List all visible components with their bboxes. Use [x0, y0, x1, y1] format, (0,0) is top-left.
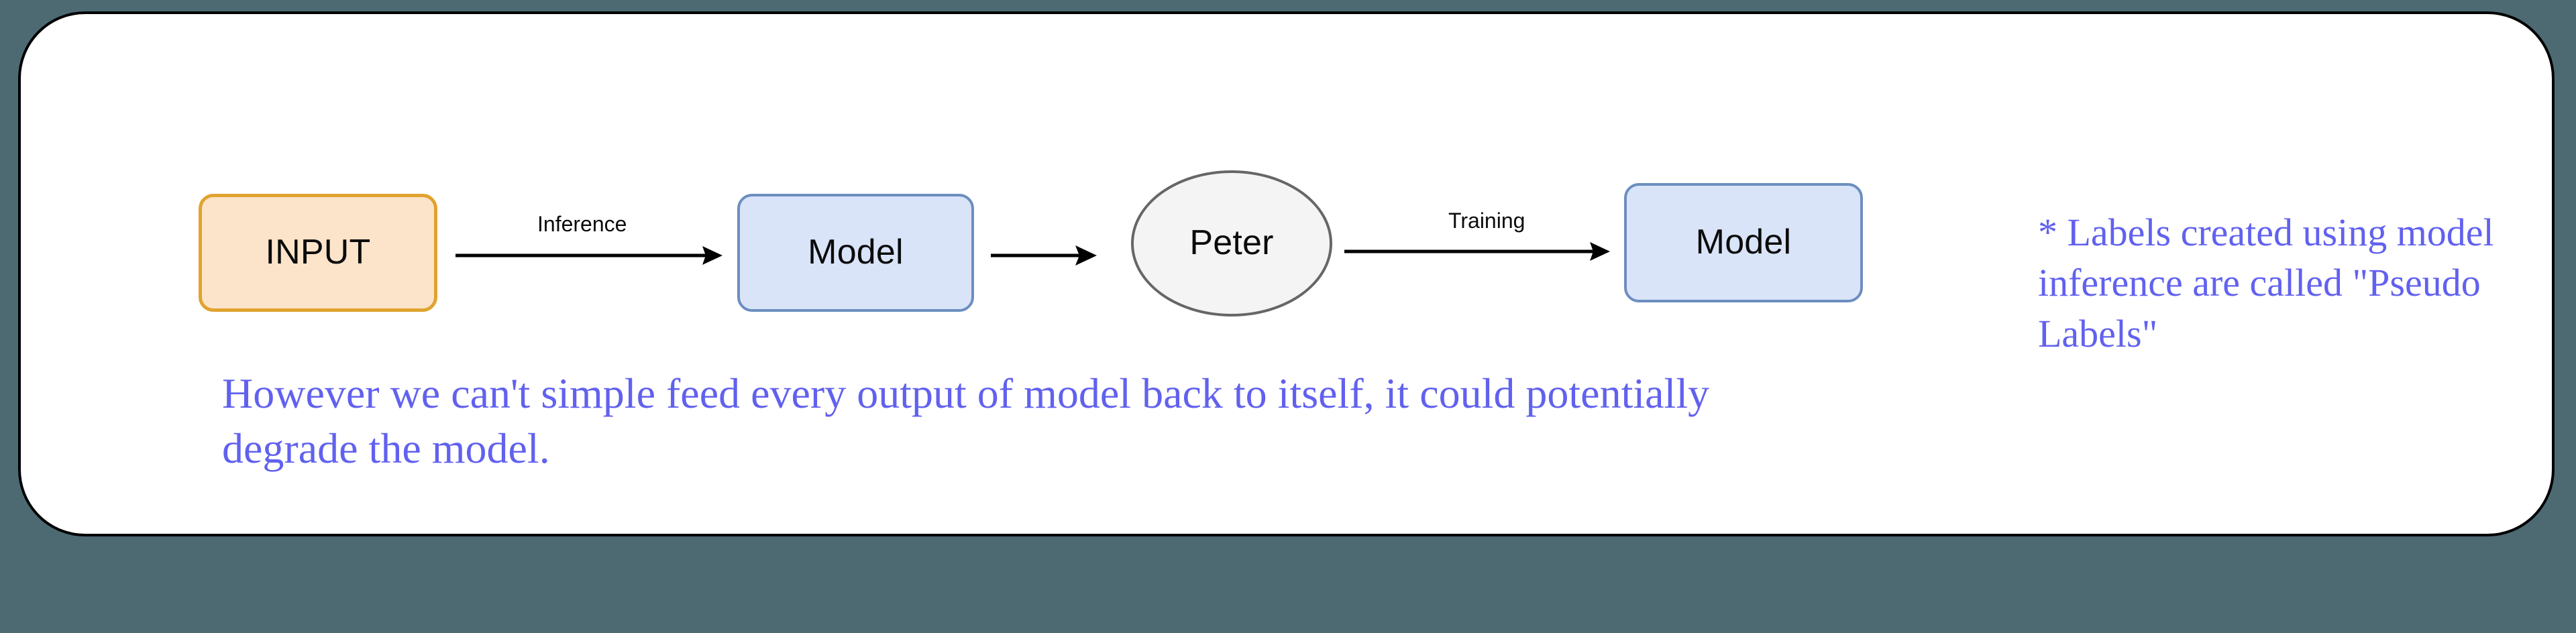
node-model-2-label: Model [1695, 223, 1792, 262]
edge-label-inference: Inference [537, 212, 627, 236]
slide-card: INPUT Inference Model Peter [18, 11, 2555, 536]
node-input[interactable]: INPUT [199, 194, 437, 312]
connector-training-arrow [1344, 231, 1611, 272]
node-peter-label: Peter [1189, 223, 1274, 263]
node-input-label: INPUT [265, 233, 371, 272]
node-model-1-label: Model [808, 233, 904, 272]
node-model-1[interactable]: Model [737, 194, 974, 312]
annotation-main-text: However we can't simple feed every outpu… [222, 369, 1710, 472]
edge-label-training: Training [1448, 209, 1525, 233]
annotation-note-text: * Labels created using model inference a… [2038, 211, 2494, 355]
connector-output-arrow [991, 235, 1098, 276]
node-model-2[interactable]: Model [1624, 183, 1863, 302]
flow-diagram: INPUT Inference Model Peter [21, 14, 2552, 534]
node-peter[interactable]: Peter [1131, 170, 1332, 316]
connector-inference-arrow [455, 235, 724, 276]
